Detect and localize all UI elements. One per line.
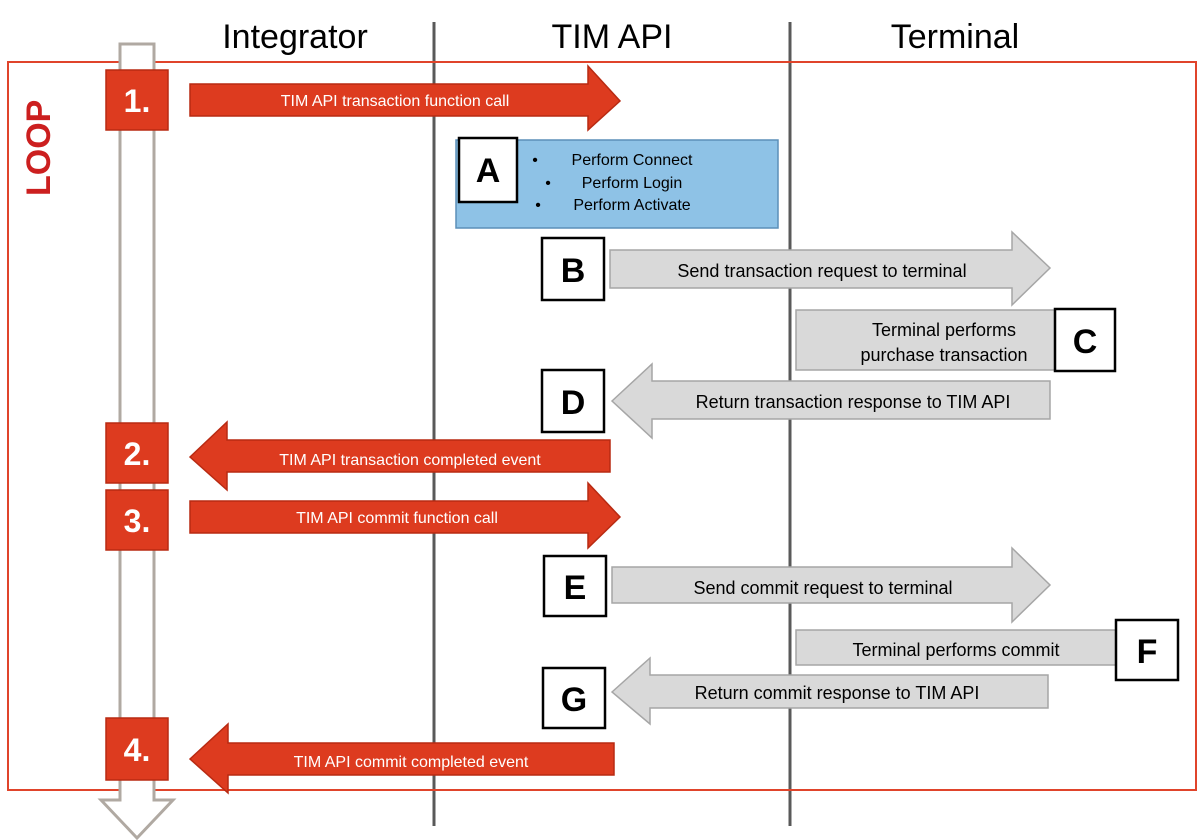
action-a: A • Perform Connect • Perform Login • Pe…: [455, 136, 779, 229]
action-a-letter-box: [457, 136, 519, 204]
step-3-number-box: [105, 489, 169, 551]
action-f-letter: F: [1137, 633, 1158, 671]
action-e-label: Send commit request to terminal: [693, 578, 952, 598]
step-4-number-box: [105, 717, 169, 781]
action-b-arrow: [609, 230, 1052, 307]
action-g-letter: G: [561, 681, 587, 719]
action-a-item-1: Perform Connect: [572, 152, 693, 169]
action-f-letter-box: [1114, 618, 1180, 682]
step-3-arrow: [189, 481, 622, 550]
action-b-letter-box: [540, 236, 606, 302]
action-g-label: Return commit response to TIM API: [695, 683, 980, 703]
action-d-label: Return transaction response to TIM API: [696, 392, 1011, 412]
lane-title-tim-api: TIM API: [552, 18, 673, 56]
loop-label: LOOP: [20, 100, 58, 196]
action-c-box: [795, 309, 1059, 371]
action-a-item-2: Perform Login: [582, 175, 683, 192]
step-1-number-box: [105, 69, 169, 131]
action-a-bullet-3: •: [535, 197, 541, 214]
action-f: F Terminal performs commit: [795, 618, 1180, 682]
action-c-letter-box: [1053, 307, 1117, 373]
step-4-arrow: [188, 722, 615, 795]
action-c-line-2: purchase transaction: [860, 345, 1027, 365]
action-d: D Return transaction response to TIM API: [540, 362, 1051, 440]
step-2-label: TIM API transaction completed event: [279, 452, 541, 469]
action-a-bullet-2: •: [545, 175, 551, 192]
action-b: B Send transaction request to terminal: [540, 230, 1052, 307]
action-g-arrow: [610, 656, 1049, 726]
action-d-arrow: [610, 362, 1051, 440]
action-a-item-3: Perform Activate: [573, 197, 690, 214]
step-1-arrow: [189, 64, 622, 132]
action-c-line-1: Terminal performs: [872, 320, 1016, 340]
action-g: G Return commit response to TIM API: [541, 656, 1049, 730]
action-b-letter: B: [561, 252, 586, 290]
loop-frame: [7, 61, 1197, 791]
action-e-letter: E: [564, 569, 587, 607]
step-2-number: 2.: [124, 436, 151, 472]
step-2: 2. TIM API transaction completed event: [105, 420, 611, 492]
action-b-label: Send transaction request to terminal: [677, 261, 966, 281]
action-d-letter-box: [540, 368, 606, 434]
step-3: 3. TIM API commit function call: [105, 481, 622, 551]
step-3-label: TIM API commit function call: [296, 510, 498, 527]
step-2-arrow: [188, 420, 611, 492]
action-e-letter-box: [542, 554, 608, 618]
action-d-letter: D: [561, 384, 586, 422]
step-3-number: 3.: [124, 503, 151, 539]
step-4-label: TIM API commit completed event: [294, 754, 529, 771]
step-4: 4. TIM API commit completed event: [105, 717, 615, 795]
action-a-bullet-1: •: [532, 152, 538, 169]
action-f-label: Terminal performs commit: [852, 640, 1059, 660]
action-g-letter-box: [541, 666, 607, 730]
action-e-arrow: [611, 546, 1052, 624]
action-a-letter: A: [476, 152, 501, 190]
lane-title-integrator: Integrator: [222, 18, 368, 56]
lane-title-terminal: Terminal: [891, 18, 1019, 56]
action-c: C Terminal performs purchase transaction: [795, 307, 1117, 373]
step-1: 1. TIM API transaction function call: [105, 64, 622, 132]
action-f-box: [795, 629, 1119, 666]
step-1-number: 1.: [124, 83, 151, 119]
step-2-number-box: [105, 422, 169, 484]
step-1-label: TIM API transaction function call: [281, 93, 510, 110]
step-4-number: 4.: [124, 732, 151, 768]
action-e: E Send commit request to terminal: [542, 546, 1052, 624]
action-c-letter: C: [1073, 323, 1098, 361]
